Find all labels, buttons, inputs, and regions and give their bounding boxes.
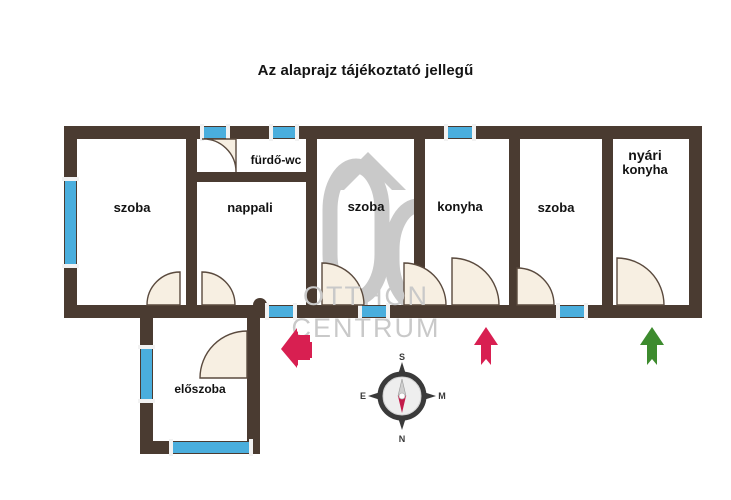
door-szoba3 bbox=[516, 267, 555, 306]
window-szoba2-south bbox=[358, 303, 390, 320]
compass-label-west: M bbox=[438, 391, 446, 401]
arrow-entry-north bbox=[474, 327, 498, 365]
window-eloszoba-west bbox=[138, 345, 155, 403]
wall-nappali-szoba2 bbox=[306, 126, 317, 318]
door-konyha-east bbox=[451, 257, 500, 306]
window-szoba3-south bbox=[556, 303, 588, 320]
doors bbox=[146, 138, 665, 379]
window-szoba1-west bbox=[62, 177, 79, 268]
wall-konyha-szoba3 bbox=[509, 126, 520, 318]
pillar-node bbox=[253, 298, 267, 312]
wall-szoba3-nyarikonyha bbox=[602, 126, 613, 318]
compass-label-south: S bbox=[399, 352, 405, 362]
room-label-szoba-3: szoba bbox=[537, 200, 575, 215]
room-label-nyari-konyha-line1: nyári bbox=[628, 147, 662, 163]
door-konyha-west bbox=[403, 262, 447, 306]
room-label-eloszoba: előszoba bbox=[174, 382, 226, 396]
door-szoba1 bbox=[146, 271, 181, 306]
room-label-nyari-konyha-line2: konyha bbox=[622, 162, 668, 178]
room-label-furdo-wc: fürdő-wc bbox=[250, 153, 302, 167]
window-nappali-north bbox=[269, 124, 299, 141]
door-nappali-west bbox=[201, 271, 236, 306]
wall-szoba2-konyha bbox=[414, 126, 425, 318]
arrow-entry-garden bbox=[640, 327, 664, 365]
room-label-szoba-2: szoba bbox=[347, 199, 385, 214]
compass-label-north: N bbox=[399, 434, 406, 444]
compass-rose: S N E M bbox=[360, 352, 446, 444]
watermark-line1: OTTHON bbox=[303, 281, 429, 311]
compass-label-east: E bbox=[360, 391, 366, 401]
room-label-szoba-1: szoba bbox=[113, 200, 151, 215]
room-label-konyha: konyha bbox=[437, 199, 483, 214]
window-furdowc-north bbox=[200, 124, 230, 141]
window-eloszoba-south bbox=[169, 439, 253, 456]
windows bbox=[62, 124, 588, 456]
wall-szoba1-nappali bbox=[186, 126, 197, 318]
watermark-text-group: OTTHON CENTRUM bbox=[292, 281, 441, 343]
door-szoba2 bbox=[321, 262, 365, 306]
direction-arrows bbox=[281, 327, 664, 368]
watermark-line2: CENTRUM bbox=[292, 313, 441, 343]
door-furdowc bbox=[201, 138, 237, 173]
door-eloszoba bbox=[199, 330, 248, 379]
window-nappali-south bbox=[265, 303, 297, 320]
arrow-entry-west bbox=[281, 328, 312, 368]
room-label-nappali: nappali bbox=[227, 200, 273, 215]
wall-furdowc-south bbox=[197, 172, 307, 182]
door-nyari-konyha bbox=[616, 257, 665, 306]
window-konyha-north bbox=[444, 124, 476, 141]
page-title: Az alaprajz tájékoztató jellegű bbox=[257, 62, 474, 79]
